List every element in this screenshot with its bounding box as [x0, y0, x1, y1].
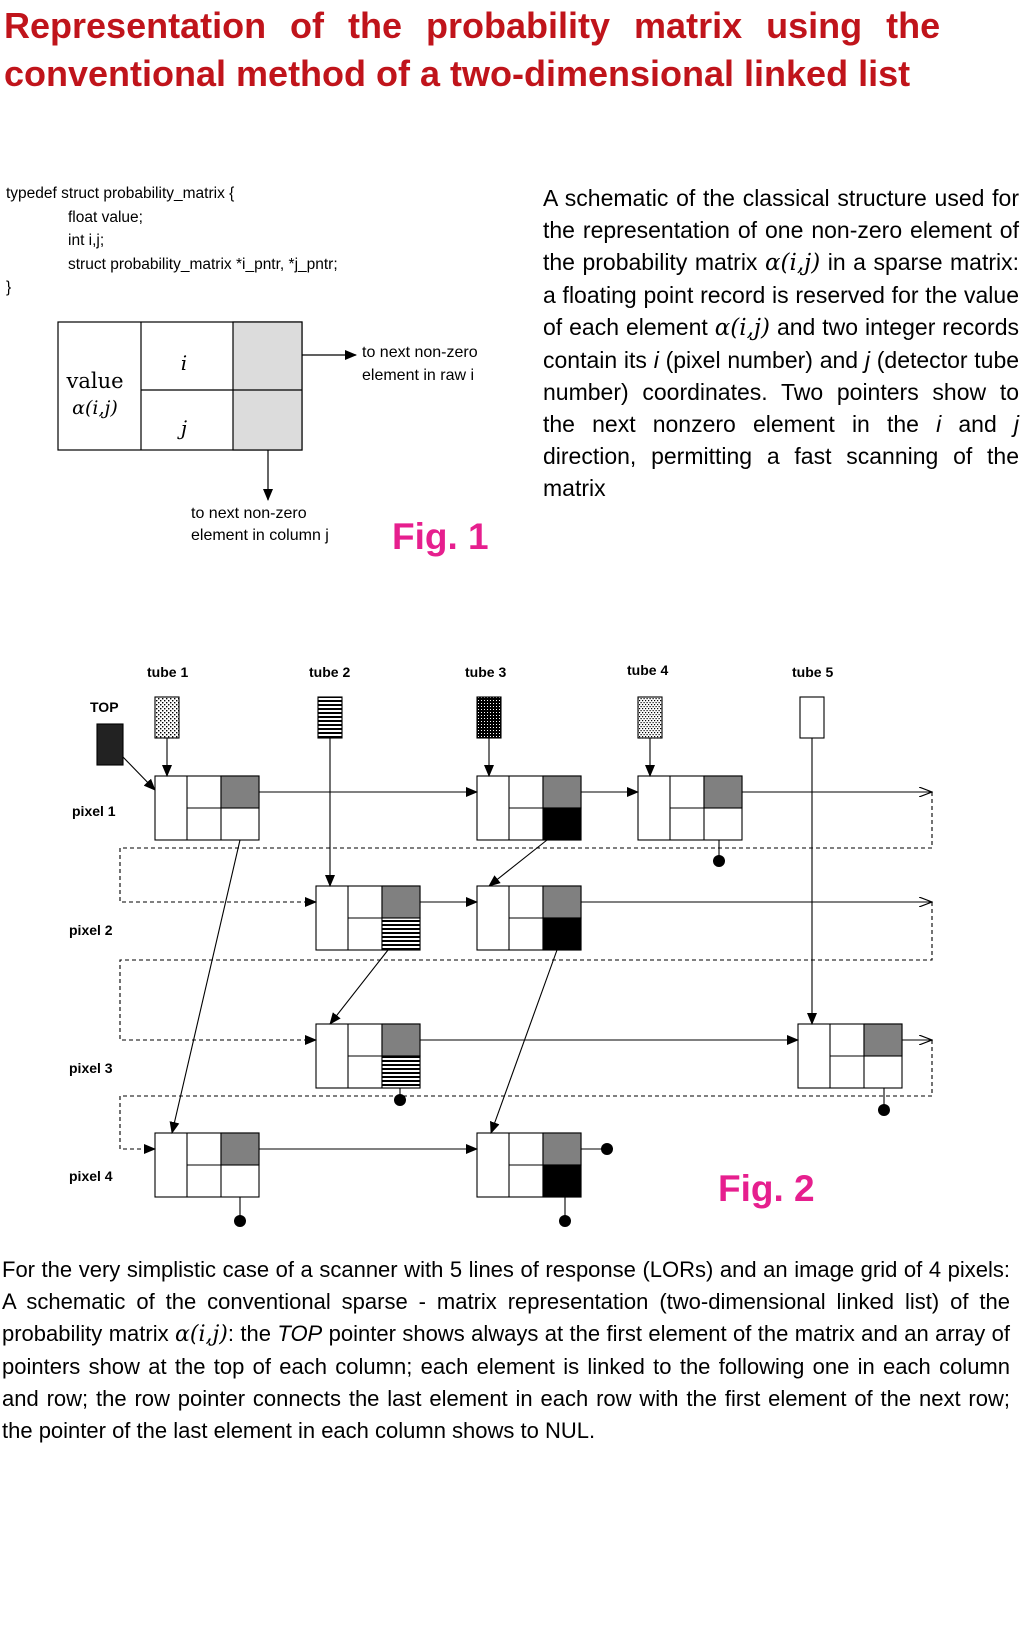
row-pointer-note: to next non-zero: [362, 344, 478, 361]
fig1-description: A schematic of the classical structure u…: [543, 182, 1019, 504]
fig2-diagram: tube 1 tube 2 tube 3 tube 4 tube 5 TOP p…: [69, 662, 932, 1227]
desc-text: and two integer records contain its: [543, 314, 1019, 373]
code-line: typedef struct probability_matrix {: [6, 185, 235, 202]
pointer-cells: [232, 321, 303, 451]
i-symbol: i: [653, 347, 659, 373]
tube-header: [317, 696, 343, 739]
title-line-1: Representation of the probability matrix…: [4, 5, 941, 46]
j-symbol: j: [1013, 411, 1020, 437]
fig2-caption: For the very simplistic case of a scanne…: [2, 1254, 1010, 1447]
matrix-element: [154, 1132, 260, 1198]
i-cell-label: i: [181, 351, 187, 375]
tube-header: [154, 696, 180, 739]
desc-text: direction, permitting a fast scanning of…: [543, 443, 1019, 501]
matrix-element: [154, 775, 260, 841]
matrix-element: [637, 775, 743, 841]
caption-text: pointer shows always at the first elemen…: [2, 1321, 1010, 1443]
title-line-2: conventional method of a two-dimensional…: [4, 53, 911, 94]
matrix-element: [476, 885, 582, 951]
code-line: }: [6, 279, 12, 296]
pixel-label: pixel 2: [69, 922, 113, 938]
caption-text: : the: [227, 1321, 271, 1346]
desc-text: (pixel number) and: [665, 347, 859, 373]
alpha-label: α(i,j): [72, 397, 118, 419]
desc-text: A schematic of the classical structure u…: [543, 185, 1019, 275]
column-pointer-note: to next non-zero: [191, 505, 307, 522]
tube-label: tube 5: [792, 664, 833, 680]
desc-text: and: [958, 411, 997, 437]
column-pointer-note: element in column j: [191, 527, 329, 544]
pixel-label: pixel 1: [72, 803, 116, 819]
value-label: value: [65, 369, 123, 393]
tube-label: tube 2: [309, 664, 350, 680]
struct-code-block: typedef struct probability_matrix { float…: [6, 182, 338, 300]
page-title: Representation of the probability matrix…: [4, 2, 1004, 98]
tube-header: [637, 696, 663, 739]
top-pointer: [96, 723, 124, 766]
code-line: struct probability_matrix *i_pntr, *j_pn…: [68, 255, 338, 273]
matrix-element: [797, 1023, 903, 1089]
code-line: float value;: [68, 208, 143, 226]
top-label: TOP: [90, 699, 119, 715]
tube-header: [799, 696, 825, 739]
desc-text: (detector tube number) coordinates. Two …: [543, 347, 1020, 437]
alpha-symbol: α(i,j): [764, 250, 821, 276]
matrix-element: [476, 1132, 582, 1198]
tube-label: tube 3: [465, 664, 506, 680]
matrix-element: [315, 1023, 421, 1089]
fig2-label: Fig. 2: [718, 1168, 815, 1209]
row-pointer-note: element in raw i: [362, 367, 474, 384]
matrix-element: [315, 885, 421, 951]
fig1-label: Fig. 1: [392, 516, 489, 557]
top-term: TOP: [277, 1321, 323, 1346]
matrix-element: [476, 775, 582, 841]
caption-text: For the very simplistic case of a scanne…: [2, 1257, 1010, 1346]
code-line: int i,j;: [68, 232, 105, 249]
j-cell-label: j: [177, 416, 187, 440]
pixel-label: pixel 4: [69, 1168, 113, 1184]
i-symbol: i: [936, 411, 942, 437]
alpha-symbol: α(i,j): [175, 1322, 228, 1347]
tube-label: tube 1: [147, 664, 188, 680]
tube-label: tube 4: [627, 662, 668, 678]
desc-text: in a sparse matrix: a floating point rec…: [543, 249, 1020, 340]
j-symbol: j: [864, 347, 870, 373]
pixel-label: pixel 3: [69, 1060, 113, 1076]
alpha-symbol: α(i,j): [714, 315, 771, 341]
tube-header: [476, 696, 502, 739]
fig1-diagram: value α(i,j) i j to next non-zero elemen…: [57, 321, 489, 557]
